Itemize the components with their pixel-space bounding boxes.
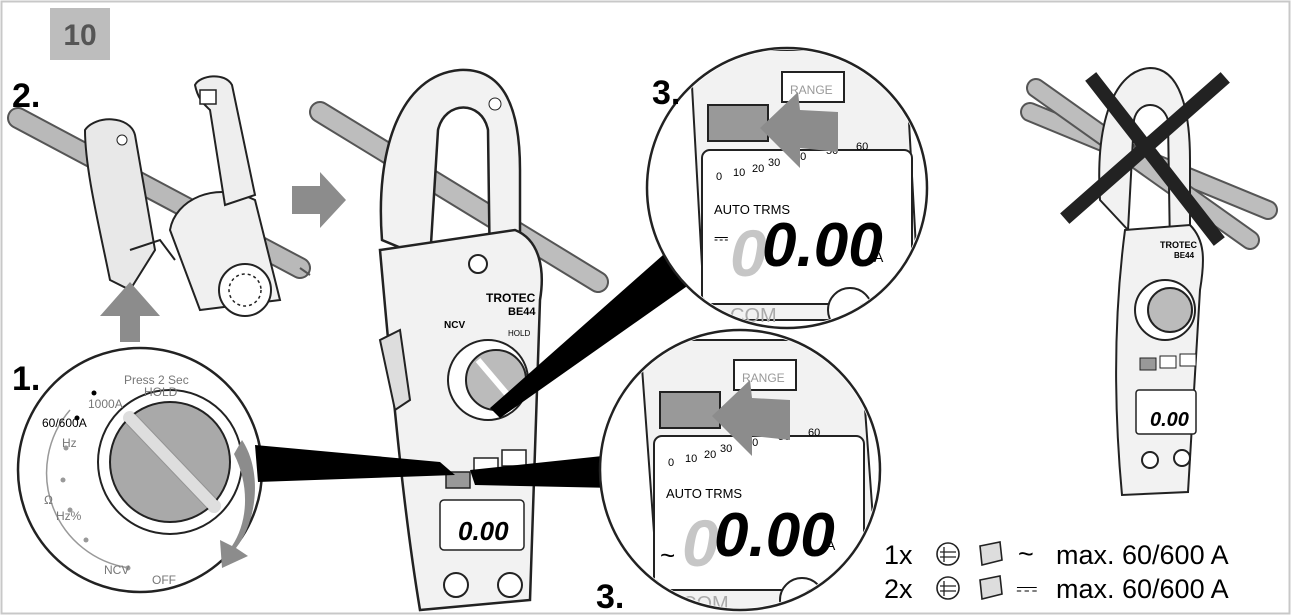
zoom-beam-top bbox=[490, 240, 710, 418]
step-1-label: 1. bbox=[12, 360, 40, 398]
lcd-unit-top: A bbox=[874, 249, 884, 265]
range-button-label-2: RANGE bbox=[742, 371, 785, 385]
auto-trms-label: AUTO TRMS bbox=[714, 202, 790, 217]
model-label-small: BE44 bbox=[1174, 251, 1195, 260]
step-3-label-bottom: 3. bbox=[596, 578, 624, 615]
lcd-reading-bottom: 0.00 bbox=[714, 501, 835, 570]
lcd-scale-top: 0 10 20 30 40 50 60 bbox=[716, 141, 868, 183]
legend-count-2: 2x bbox=[884, 574, 913, 604]
press-arrow-icon bbox=[760, 92, 838, 168]
small-lcd-reading: 0.00 bbox=[458, 516, 509, 546]
svg-text:0: 0 bbox=[668, 457, 674, 469]
finger-press-icon bbox=[936, 542, 960, 566]
dial-label-hz: Hz bbox=[62, 436, 77, 450]
dc-symbol: ⎓ bbox=[714, 228, 728, 248]
lcd-scale-bottom: 0 10 20 30 40 50 60 bbox=[668, 427, 820, 469]
legend: 1x ~ max. 60/600 A 2x ⎓ max. 60/600 A bbox=[884, 539, 1229, 604]
svg-text:60: 60 bbox=[808, 427, 820, 439]
brand-label: TROTEC bbox=[486, 291, 536, 305]
press-arrow-icon-2 bbox=[712, 380, 790, 456]
step-2-label: 2. bbox=[12, 77, 40, 115]
zoom-beam-bottom bbox=[470, 455, 615, 488]
svg-text:20: 20 bbox=[704, 449, 716, 461]
wrong-usage-illustration: TROTEC BE44 0.00 bbox=[1020, 66, 1278, 497]
lcd-reading-top: 0.00 bbox=[762, 211, 883, 280]
rotary-dial-illustration: Press 2 Sec HOLD 1000A 60/600A Hz Ω Hz% … bbox=[12, 346, 264, 594]
svg-text:60: 60 bbox=[856, 141, 868, 153]
ncv-label: NCV bbox=[444, 320, 465, 331]
dial-label-hold: HOLD bbox=[144, 385, 178, 399]
arrow-right-icon bbox=[292, 172, 346, 228]
legend-count-1: 1x bbox=[884, 540, 913, 570]
dial-label-ohm: Ω bbox=[44, 493, 53, 507]
legend-row-ac: 1x ~ max. 60/600 A bbox=[884, 539, 1229, 570]
step-3-label-top: 3. bbox=[652, 74, 680, 112]
zoom-beam-dial bbox=[255, 445, 455, 482]
clamp-meter-illustration: TROTEC BE44 NCV HOLD 0.00 bbox=[309, 68, 609, 612]
legend-text-2: max. 60/600 A bbox=[1056, 574, 1229, 604]
lcd-ghost-digit: 0 bbox=[730, 216, 767, 290]
legend-dc-symbol: ⎓ bbox=[1016, 573, 1038, 603]
cross-icon bbox=[1060, 72, 1230, 246]
dial-label-ncv: NCV bbox=[104, 563, 129, 577]
dial-label-off: OFF bbox=[152, 573, 176, 587]
zoom-lcd-top: RANGE 0 10 20 30 40 50 60 AUTO TRMS ⎓ 0 … bbox=[645, 46, 929, 330]
svg-text:0: 0 bbox=[716, 171, 722, 183]
ac-symbol: ~ bbox=[660, 540, 675, 570]
legend-text-1: max. 60/600 A bbox=[1056, 540, 1229, 570]
svg-text:10: 10 bbox=[685, 453, 697, 465]
legend-ac-symbol: ~ bbox=[1018, 539, 1034, 569]
auto-trms-label-2: AUTO TRMS bbox=[666, 486, 742, 501]
dial-label-hz-percent: Hz% bbox=[56, 509, 82, 523]
dial-label-1000a: 1000A bbox=[88, 397, 123, 411]
svg-text:30: 30 bbox=[768, 157, 780, 169]
svg-text:30: 30 bbox=[720, 443, 732, 455]
figure-number: 10 bbox=[63, 19, 96, 52]
rotate-arrow-icon bbox=[220, 440, 255, 568]
range-button-label: RANGE bbox=[790, 83, 833, 97]
brand-label-small: TROTEC bbox=[1160, 240, 1197, 250]
dial-label-press-hold: Press 2 Sec bbox=[124, 373, 189, 387]
legend-row-dc: 2x ⎓ max. 60/600 A bbox=[884, 573, 1229, 604]
lcd-ghost-digit-2: 0 bbox=[682, 506, 719, 580]
figure-badge: 10 bbox=[50, 8, 110, 60]
push-arrow-icon bbox=[100, 282, 160, 342]
finger-press-icon-2 bbox=[936, 576, 960, 600]
svg-text:10: 10 bbox=[733, 167, 745, 179]
small-lcd-reading-2: 0.00 bbox=[1150, 409, 1189, 431]
button-icon bbox=[979, 541, 1003, 566]
dial-label-60-600a: 60/600A bbox=[42, 416, 87, 430]
svg-text:20: 20 bbox=[752, 163, 764, 175]
hold-label: HOLD bbox=[508, 329, 530, 338]
model-label: BE44 bbox=[508, 306, 536, 318]
button-icon-2 bbox=[979, 575, 1003, 600]
open-clamp-illustration: 2. bbox=[7, 75, 311, 342]
lcd-unit-bottom: A bbox=[826, 537, 836, 553]
dial-knob-icon bbox=[97, 389, 243, 535]
